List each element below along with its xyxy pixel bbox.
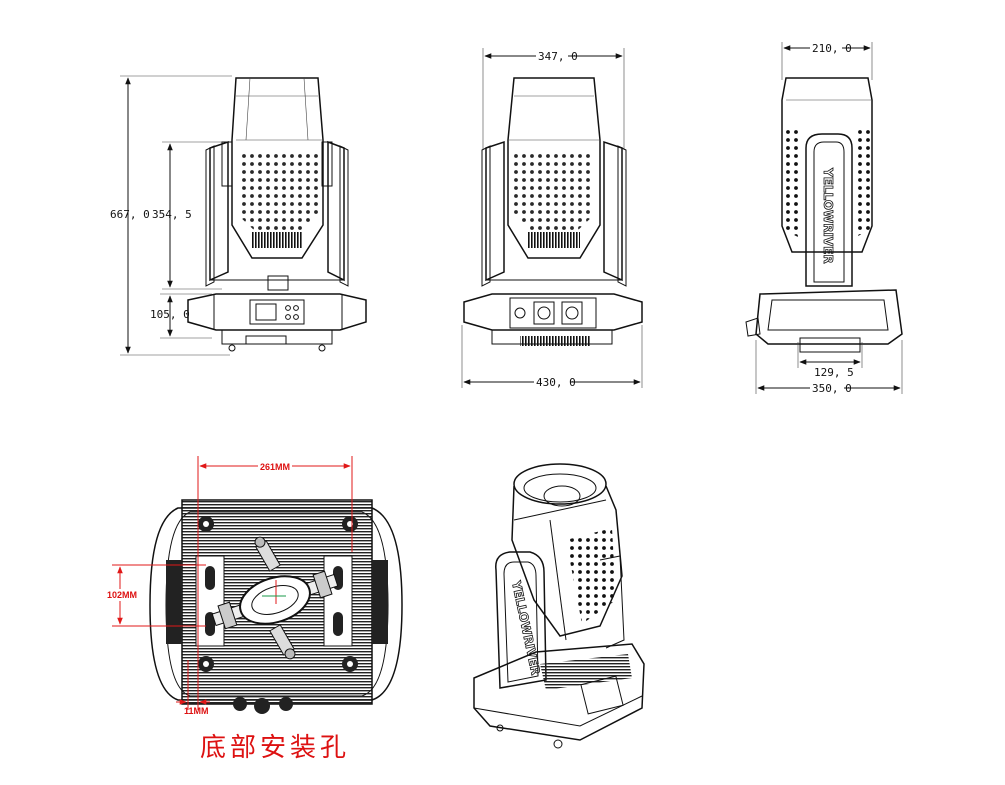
perspective-view: YELLOWRIVER [473, 463, 645, 749]
dimension-depth-base: 350, 0 [812, 382, 852, 395]
dimension-width-top: 347, 0 [538, 50, 578, 63]
dimension-depth-top: 210, 0 [812, 42, 852, 55]
front-view: 667, 0 354, 5 105, 0 [110, 75, 367, 356]
dimension-depth-inner: 129, 5 [814, 366, 854, 379]
dimension-width-base: 430, 0 [536, 376, 576, 389]
side-brand-logo: YELLOWRIVER [821, 167, 835, 264]
rear-view: 347, 0 430, 0 [461, 48, 643, 389]
bottom-view: 261MM 102MM 11MM 底部安装孔 [106, 456, 403, 763]
dimension-height-base: 105, 0 [150, 308, 190, 321]
bottom-mounting-caption: 底部安装孔 [200, 733, 350, 763]
side-view: 210, 0 YELLOWRIVER 129, 5 350, 0 [745, 42, 903, 395]
dimension-hole-pitch: 102MM [107, 590, 137, 600]
dimension-edge-offset: 11MM [184, 706, 209, 716]
dimension-height-total: 667, 0 [110, 208, 150, 221]
dimension-height-head: 354, 5 [152, 208, 192, 221]
dimension-hole-span: 261MM [260, 462, 290, 472]
